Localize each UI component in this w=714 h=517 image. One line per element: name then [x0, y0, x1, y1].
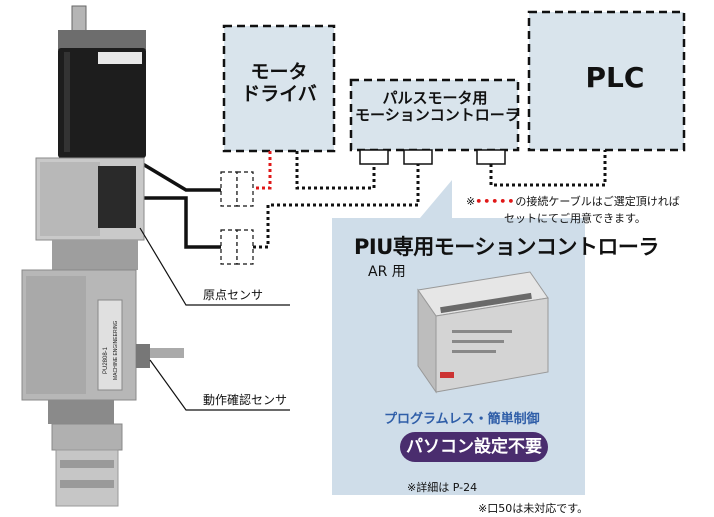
- origin-sensor-label: 原点センサ: [203, 288, 264, 302]
- motion-controller-box: [349, 78, 520, 152]
- sensor-cable: [128, 196, 221, 249]
- controller-connector-1: [359, 149, 389, 165]
- relay-connector-lower: [220, 229, 254, 265]
- actuator-model-text: PU2808-1: [103, 346, 109, 374]
- motion-controller-line2: モーションコントローラ: [355, 106, 520, 125]
- motor-driver-box: [222, 24, 336, 153]
- red-cable-legend-icon: •••••: [475, 195, 516, 208]
- detail-note: ※詳細は P-24: [407, 481, 478, 494]
- cable-driver-controller: [295, 151, 376, 190]
- plc-box: [527, 10, 686, 152]
- motion-controller-line1: パルスモータ用: [382, 89, 488, 107]
- red-cable: [253, 151, 272, 190]
- origin-sensor-leader: [139, 227, 290, 306]
- motor-driver-line2: ドライバ: [241, 82, 317, 105]
- relay-connector-upper: [220, 171, 254, 207]
- product-subtitle: AR 用: [368, 264, 406, 280]
- cable-controller-plc: [489, 150, 607, 187]
- no-pc-badge: パソコン設定不要: [400, 432, 548, 462]
- controller-connector-3: [476, 149, 506, 165]
- cable-sensor-controller: [253, 164, 420, 249]
- controller-connector-2: [403, 149, 433, 165]
- plc-label: PLC: [585, 61, 645, 94]
- actuator-illustration: [21, 5, 184, 507]
- size-footnote: ※口50は未対応です。: [478, 502, 589, 515]
- cable-note-line2: セットにてご用意できます。: [504, 212, 646, 225]
- feature-text: プログラムレス・簡単制御: [384, 412, 540, 427]
- confirm-sensor-label: 動作確認センサ: [203, 393, 288, 407]
- controller-product-image: [417, 271, 549, 394]
- cable-note-line1: の接続ケーブルはご選定頂ければ: [515, 195, 680, 208]
- motion-controller-label: パルスモータ用 モーションコントローラ: [355, 89, 520, 125]
- motor-driver-label: モータ ドライバ: [224, 61, 334, 106]
- cable-note: ※•••••の接続ケーブルはご選定頂ければ セットにてご用意できます。: [466, 193, 680, 227]
- confirm-sensor-leader: [149, 359, 290, 411]
- actuator-maker-text: MACHINE ENGINEERING: [113, 320, 119, 380]
- cable-note-prefix: ※: [466, 195, 476, 208]
- motor-driver-line1: モータ: [250, 61, 308, 83]
- product-title: PIU専用モーションコントローラ: [354, 235, 659, 259]
